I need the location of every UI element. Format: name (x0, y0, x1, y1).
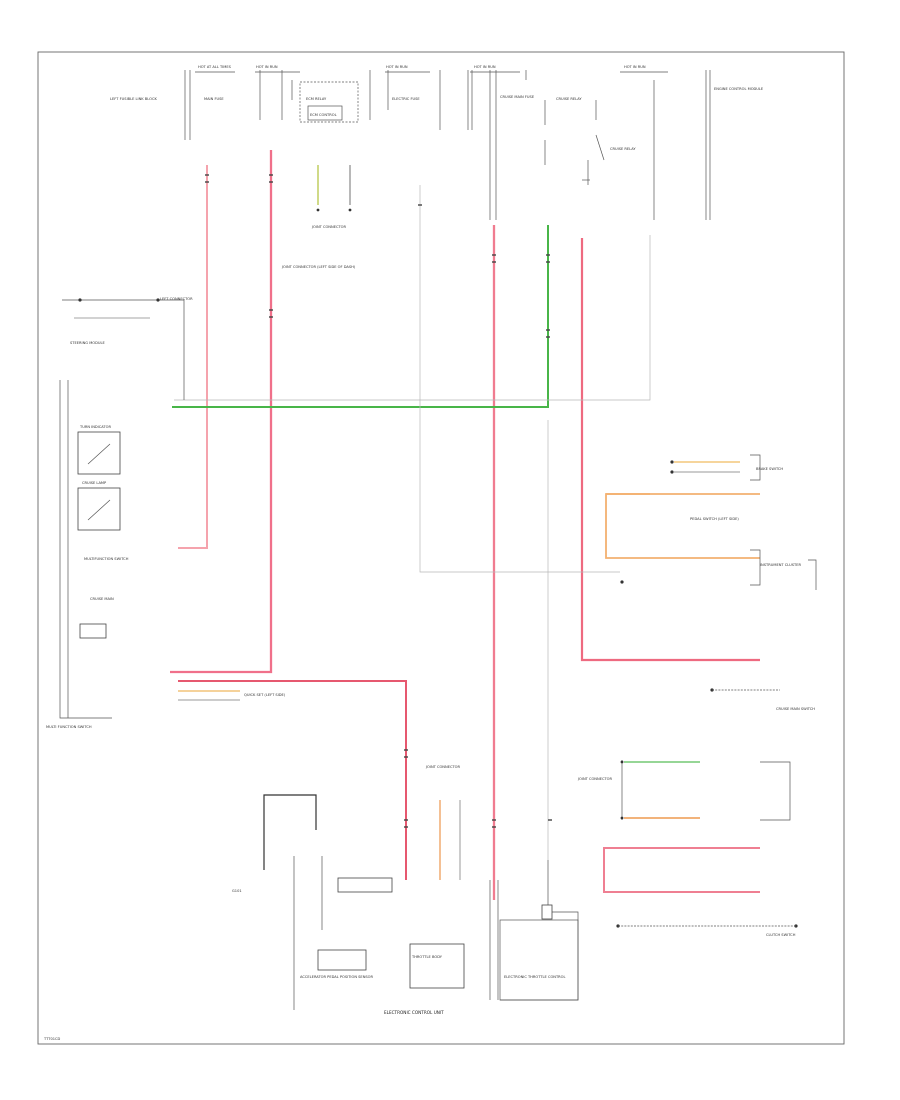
labels: HOT AT ALL TIMES HOT IN RUN HOT IN RUN H… (43, 65, 815, 1041)
wire-grey-2 (419, 185, 620, 573)
label-throttle-body: THROTTLE BODY (411, 955, 443, 959)
label-quick-set: QUICK SET (LEFT SIDE) (244, 693, 286, 697)
module-box-center (409, 943, 465, 989)
ecu-box (499, 919, 579, 1001)
label-joint-connector-4: JOINT CONNECTOR (577, 777, 612, 781)
label-cruise-main: CRUISE MAIN (90, 597, 114, 601)
connector-marks (205, 174, 552, 828)
label-cruise-relay: CRUISE RELAY (556, 97, 582, 101)
label-multifunction-switch-2: MULTI FUNCTION SWITCH (46, 725, 92, 729)
label-turn-indicator: TURN INDICATOR (79, 425, 111, 429)
label-top-hot-at-all-times: HOT AT ALL TIMES (198, 65, 232, 69)
wire-red-6 (603, 847, 760, 893)
label-main-bottom: ELECTRONIC CONTROL UNIT (384, 1010, 444, 1015)
wire-orange (605, 493, 760, 559)
label-brake-switch: BRAKE SWITCH (756, 467, 783, 471)
label-main-fuse: MAIN FUSE (204, 97, 224, 101)
wires (59, 150, 760, 1010)
label-engine-control: ENGINE CONTROL MODULE (714, 87, 764, 91)
footer-code: TTT01CD (43, 1037, 61, 1041)
label-ecm-control: ECM CONTROL (310, 113, 337, 117)
label-joint-connector-3: JOINT CONNECTOR (425, 765, 460, 769)
components (77, 431, 817, 1001)
label-left-fusible: LEFT FUSIBLE LINK BLOCK (110, 97, 157, 101)
wire-red-5 (580, 238, 760, 662)
junction-dots (78, 208, 798, 928)
label-left-connector: LEFT CONNECTOR (160, 297, 193, 301)
diagram-frame (37, 51, 845, 1045)
label-multifunction-switch: MULTIFUNCTION SWITCH (84, 557, 129, 561)
module-box-small (337, 877, 393, 893)
label-cruise-main-fuse: CRUISE MAIN FUSE (500, 95, 535, 99)
wire-grey-1 (174, 235, 651, 401)
wire-red-2 (170, 150, 273, 674)
label-steering-module: STEERING MODULE (70, 341, 106, 345)
label-joint-connector-2: JOINT CONNECTOR (LEFT SIDE OF DASH) (281, 265, 356, 269)
label-electronic-throttle: ELECTRONIC THROTTLE CONTROL (504, 975, 566, 979)
label-top-hot-in-run-3: HOT IN RUN (474, 65, 496, 69)
label-top-hot-in-run-2: HOT IN RUN (386, 65, 408, 69)
label-electric-fuse: ELECTRIC FUSE (392, 97, 420, 101)
top-connectors (184, 70, 711, 220)
label-joint-connector-1: JOINT CONNECTOR (311, 225, 346, 229)
label-pedal-switch: PEDAL SWITCH (LEFT SIDE) (690, 517, 739, 521)
label-accel-pedal: ACCELERATOR PEDAL POSITION SENSOR (300, 975, 373, 979)
wire-green (172, 225, 549, 408)
label-cruise-lamp: CRUISE LAMP (82, 481, 107, 485)
label-instrument-cluster: INSTRUMENT CLUSTER (760, 563, 801, 567)
wire-red-3 (178, 680, 407, 880)
label-ground: G101 (232, 889, 242, 893)
switch-box-2 (77, 487, 121, 531)
wire-red-1 (178, 165, 208, 549)
label-cruise-main-switch: CRUISE MAIN SWITCH (776, 707, 815, 711)
label-top-hot-in-run-1: HOT IN RUN (256, 65, 278, 69)
label-clutch-switch: CLUTCH SWITCH (766, 933, 796, 937)
label-ecm-relay: ECM RELAY (306, 97, 327, 101)
label-cruise-relay-2: CRUISE RELAY (610, 147, 636, 151)
switch-box-1 (77, 431, 121, 475)
wire-ground (263, 794, 317, 870)
label-top-hot-in-run-4: HOT IN RUN (624, 65, 646, 69)
switch-box-3 (79, 623, 107, 639)
module-box-left (317, 949, 367, 971)
